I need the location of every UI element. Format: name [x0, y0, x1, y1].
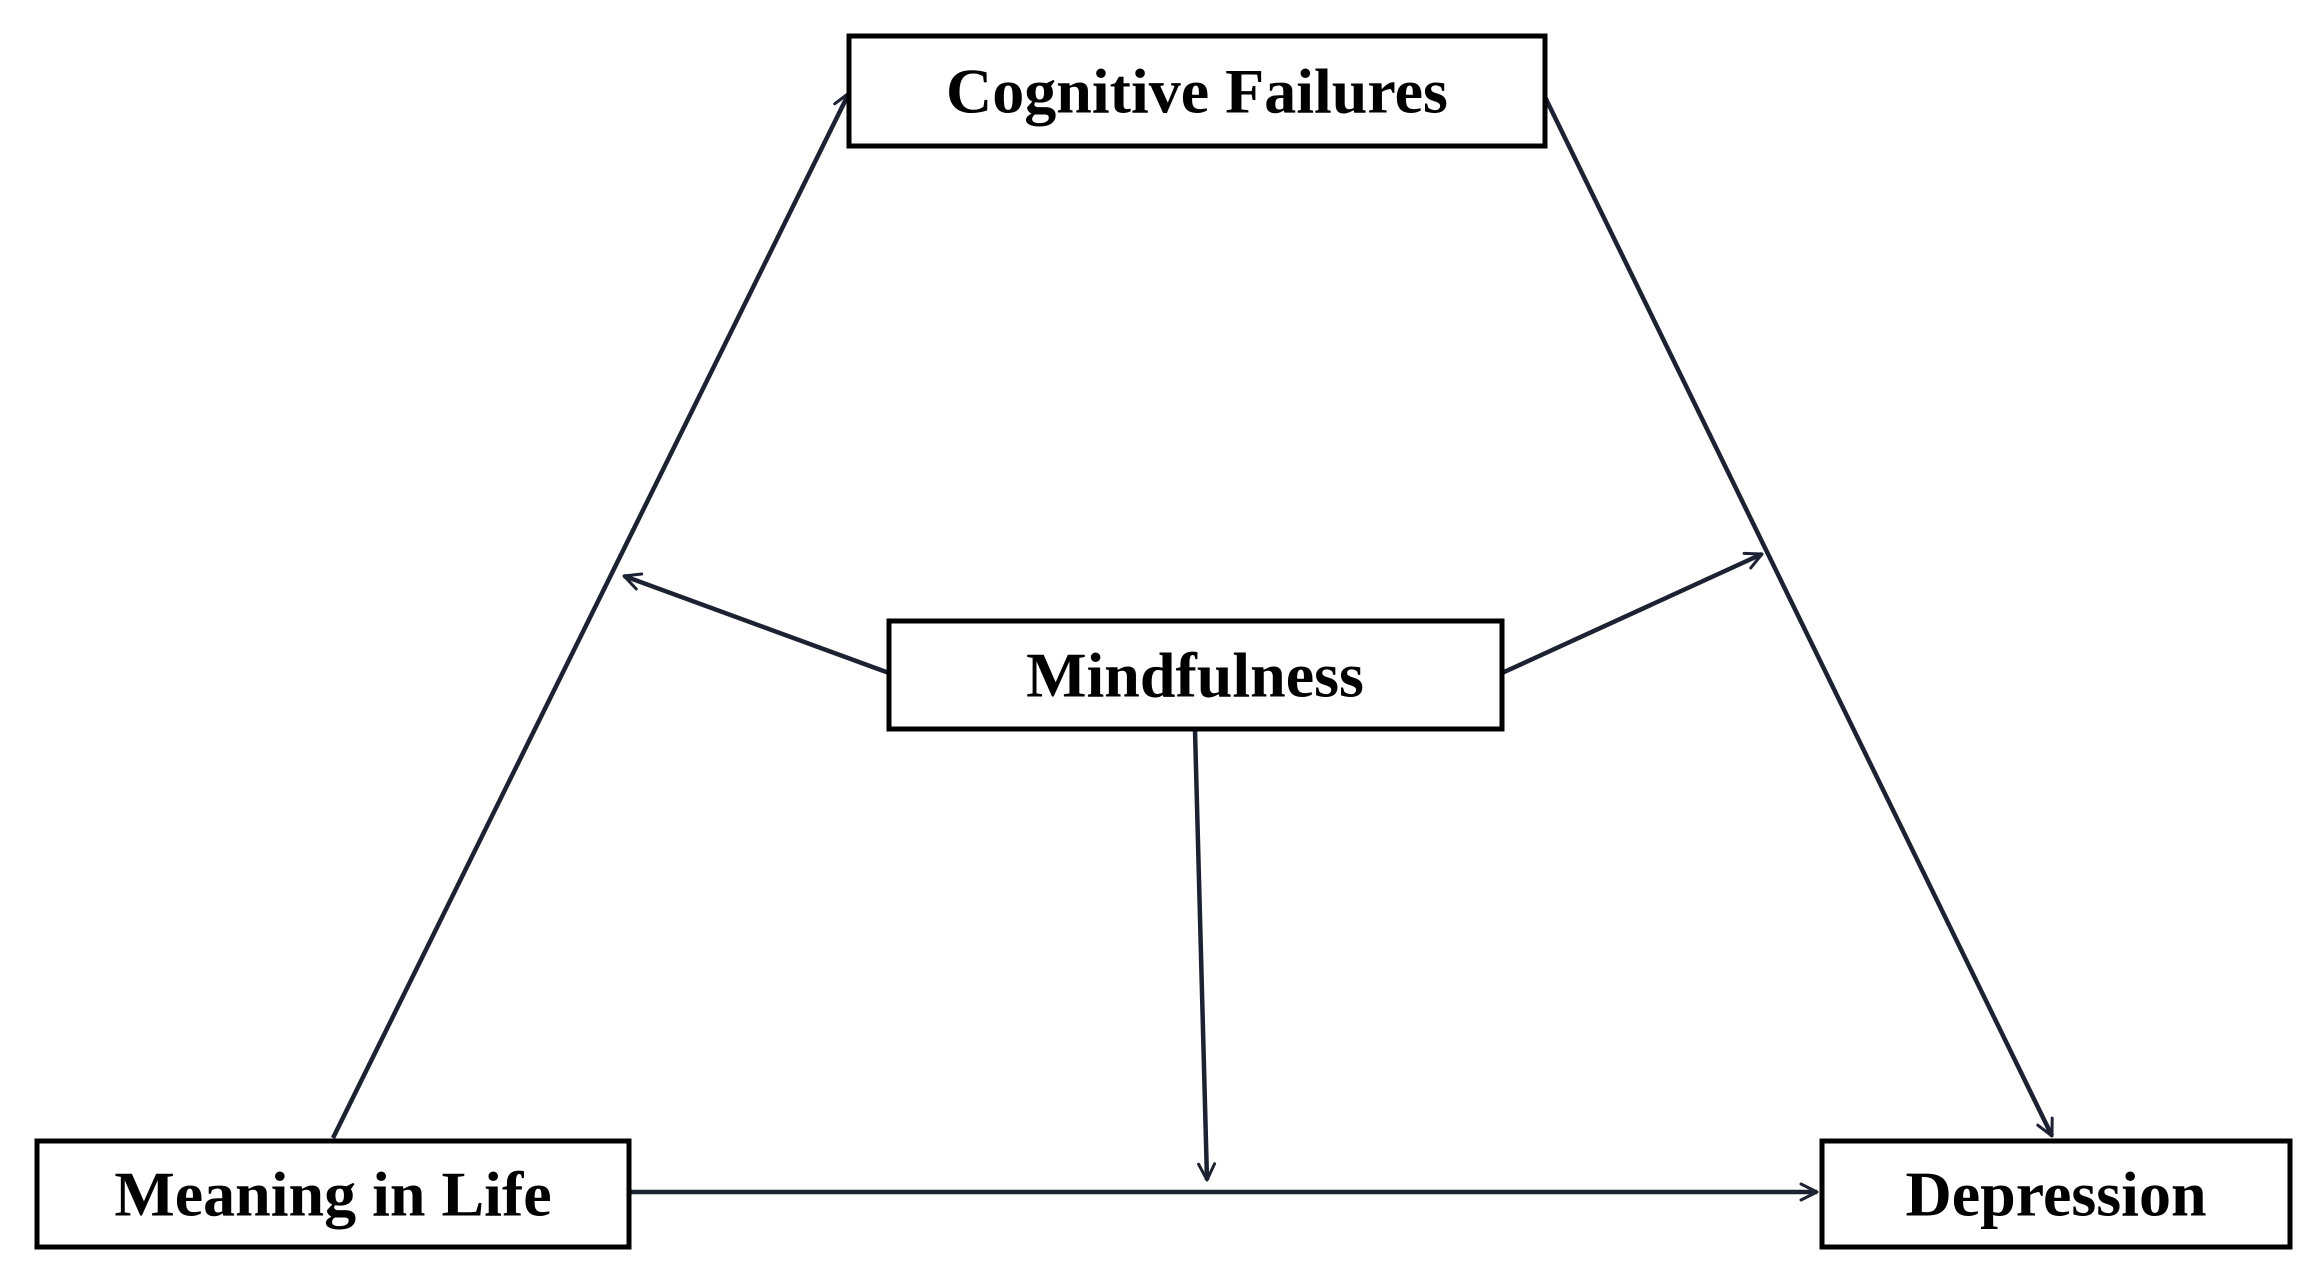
node-box: [886, 618, 1505, 732]
arrow-mindfulness-moderates-left-path: [622, 572, 890, 676]
arrow-cognitive-failures-to-depression: [1542, 96, 2055, 1138]
node-label-depression: Depression: [1905, 1159, 2206, 1230]
node-box: [846, 33, 1548, 149]
node-label-cognitive-failures: Cognitive Failures: [946, 56, 1448, 127]
edges: [330, 91, 2055, 1202]
arrow-mindfulness-moderates-direct-path: [1192, 729, 1217, 1182]
arrow-meaning-to-cognitive-failures: [330, 91, 852, 1139]
node-box: [34, 1138, 632, 1250]
node-mindfulness: Mindfulness: [886, 618, 1505, 732]
arrow-mindfulness-moderates-right-path: [1501, 551, 1764, 676]
node-label-meaning-in-life: Meaning in Life: [114, 1159, 551, 1230]
node-cognitive-failures: Cognitive Failures: [846, 33, 1548, 149]
node-label-mindfulness: Mindfulness: [1026, 640, 1364, 711]
node-depression: Depression: [1819, 1138, 2293, 1250]
node-meaning-in-life: Meaning in Life: [34, 1138, 632, 1250]
node-box: [1819, 1138, 2293, 1250]
